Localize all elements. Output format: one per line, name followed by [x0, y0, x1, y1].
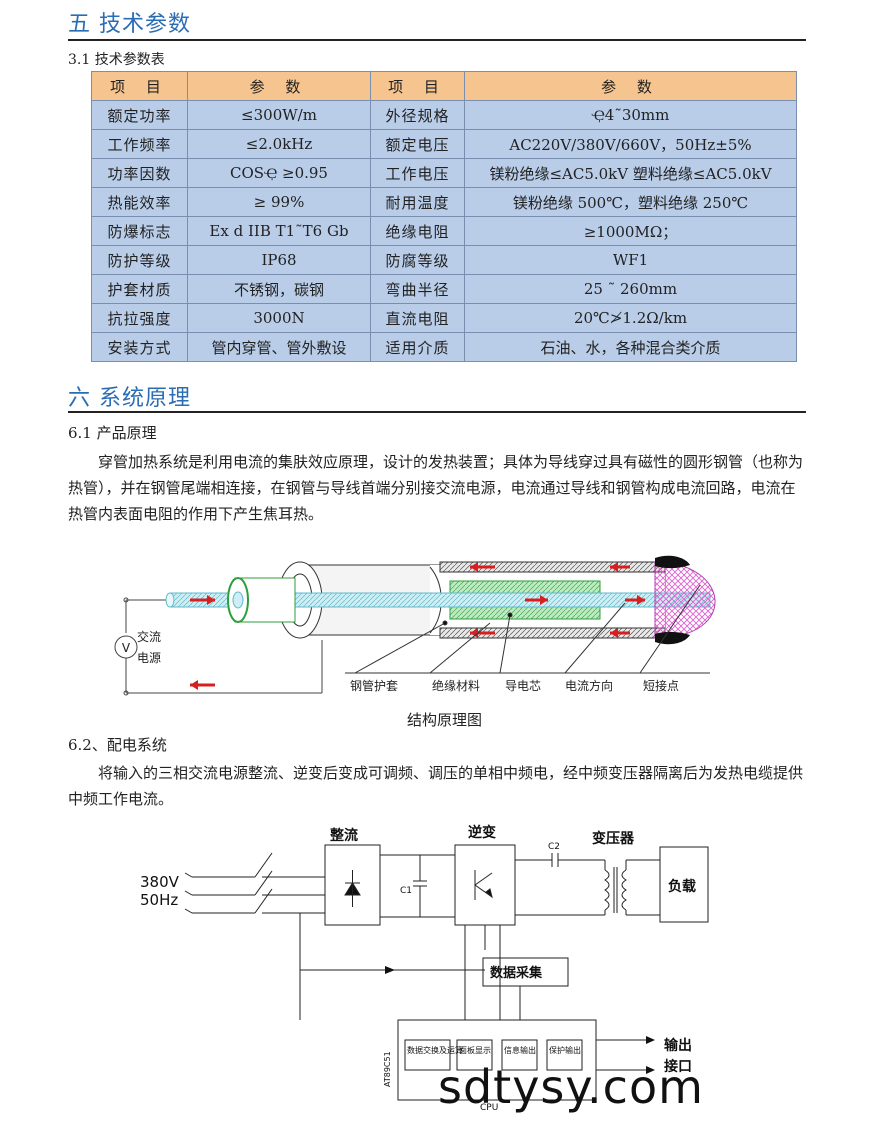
table-row: 热能效率≥ 99%耐用温度镁粉绝缘 500℃，塑料绝缘 250℃	[91, 187, 797, 217]
table-cell-value: AC220V/380V/660V，50Hz±5%	[464, 129, 797, 159]
table-cell-item: 适用介质	[370, 332, 465, 362]
table-cell-value: 管内穿管、管外敷设	[187, 332, 371, 362]
paragraph-distribution: 将输入的三相交流电源整流、逆变后变成可调频、调压的单相中频电，经中频变压器隔离后…	[68, 764, 804, 808]
section-6-rule	[68, 411, 806, 413]
table-cell-item: 额定功率	[91, 100, 188, 130]
table-cell-item: 抗拉强度	[91, 303, 188, 333]
table-cell-value: Ex d IIB T1˜T6 Gb	[187, 216, 371, 246]
load-label: 负载	[668, 878, 696, 895]
cpu-block-protect: 保护输出	[549, 1045, 581, 1055]
table-header-row: 项 目 参 数 项 目 参 数	[91, 71, 797, 101]
label-steel-sheath: 钢管护套	[350, 678, 398, 693]
capacitor-c1: C1	[400, 886, 412, 896]
capacitor-c2: C2	[548, 842, 560, 852]
cpu-block-info: 信息输出	[504, 1045, 536, 1055]
structure-diagram: V 交流 电源 钢管护套 绝缘	[114, 555, 716, 696]
table-row: 安装方式管内穿管、管外敷设适用介质石油、水，各种混合类介质	[91, 332, 797, 362]
table-cell-item: 额定电压	[370, 129, 465, 159]
table-cell-value: ≤2.0kHz	[187, 129, 371, 159]
label-conductor: 导电芯	[505, 679, 541, 693]
table-cell-value: 25 ˜ 260mm	[464, 274, 797, 304]
table-cell-item: 耐用温度	[370, 187, 465, 217]
section-5-rule	[68, 39, 806, 41]
paragraph-principle: 穿管加热系统是利用电流的集肤效应原理，设计的发热装置；具体为导线穿过具有磁性的圆…	[68, 453, 804, 523]
output-label-2: 接口	[664, 1058, 692, 1075]
label-transformer: 变压器	[592, 830, 635, 847]
table-cell-value: IP68	[187, 245, 371, 275]
data-acquisition-label: 数据采集	[490, 965, 543, 981]
section-6-title: 六 系统原理	[68, 386, 191, 411]
header-param-2: 参 数	[464, 71, 797, 101]
table-caption: 3.1 技术参数表	[68, 52, 165, 68]
table-cell-value: ≥1000MΩ；	[464, 216, 797, 246]
header-item-1: 项 目	[91, 71, 188, 101]
subsection-6-1: 6.1 产品原理	[68, 424, 157, 442]
label-rectifier: 整流	[329, 827, 358, 844]
label-insulation: 绝缘材料	[432, 678, 480, 693]
table-cell-value: ≥ 99%	[187, 187, 371, 217]
label-inverter: 逆变	[468, 824, 496, 841]
cpu-block-display: 面板显示	[459, 1045, 491, 1055]
table-cell-item: 护套材质	[91, 274, 188, 304]
section-5-title: 五 技术参数	[68, 12, 191, 37]
cpu-block-exchange: 数据交换及运算	[407, 1045, 463, 1055]
table-cell-item: 热能效率	[91, 187, 188, 217]
subsection-6-2: 6.2、配电系统	[68, 736, 167, 754]
table-cell-item: 工作电压	[370, 158, 465, 188]
table-cell-value: COSҾ ≥0.95	[187, 158, 371, 188]
table-cell-value: WF1	[464, 245, 797, 275]
input-voltage: 380V	[140, 873, 180, 891]
label-short-point: 短接点	[643, 678, 679, 693]
source-label-1: 交流	[137, 629, 161, 644]
table-cell-item: 防护等级	[91, 245, 188, 275]
cpu-label: CPU	[480, 1103, 498, 1113]
table-cell-value: 石油、水，各种混合类介质	[464, 332, 797, 362]
header-param-1: 参 数	[187, 71, 371, 101]
table-cell-item: 工作频率	[91, 129, 188, 159]
table-cell-value: 20℃≯1.2Ω/km	[464, 303, 797, 333]
watermark: sdtysy.com	[438, 1060, 704, 1114]
table-cell-item: 安装方式	[91, 332, 188, 362]
label-current-direction: 电流方向	[565, 678, 613, 693]
distribution-diagram: 整流 逆变 变压器 380V 50Hz	[140, 824, 709, 1113]
table-cell-item: 绝缘电阻	[370, 216, 465, 246]
header-item-2: 项 目	[370, 71, 465, 101]
input-frequency: 50Hz	[140, 891, 178, 909]
voltmeter-symbol: V	[122, 641, 131, 655]
cpu-chip-label: AT89C51	[383, 1051, 392, 1087]
table-cell-item: 直流电阻	[370, 303, 465, 333]
table-cell-value: Ҿ4˜30mm	[464, 100, 797, 130]
table-cell-value: 镁粉绝缘 500℃，塑料绝缘 250℃	[464, 187, 797, 217]
table-cell-item: 防腐等级	[370, 245, 465, 275]
table-cell-value: 3000N	[187, 303, 371, 333]
table-cell-item: 外径规格	[370, 100, 465, 130]
table-cell-value: ≤300W/m	[187, 100, 371, 130]
table-cell-item: 弯曲半径	[370, 274, 465, 304]
table-cell-value: 不锈钢，碳钢	[187, 274, 371, 304]
table-cell-item: 防爆标志	[91, 216, 188, 246]
table-cell-value: 镁粉绝缘≤AC5.0kV 塑料绝缘≤AC5.0kV	[464, 158, 797, 188]
table-cell-item: 功率因数	[91, 158, 188, 188]
source-label-2: 电源	[137, 651, 161, 665]
output-label-1: 输出	[664, 1037, 692, 1054]
figure-caption: 结构原理图	[407, 711, 483, 729]
